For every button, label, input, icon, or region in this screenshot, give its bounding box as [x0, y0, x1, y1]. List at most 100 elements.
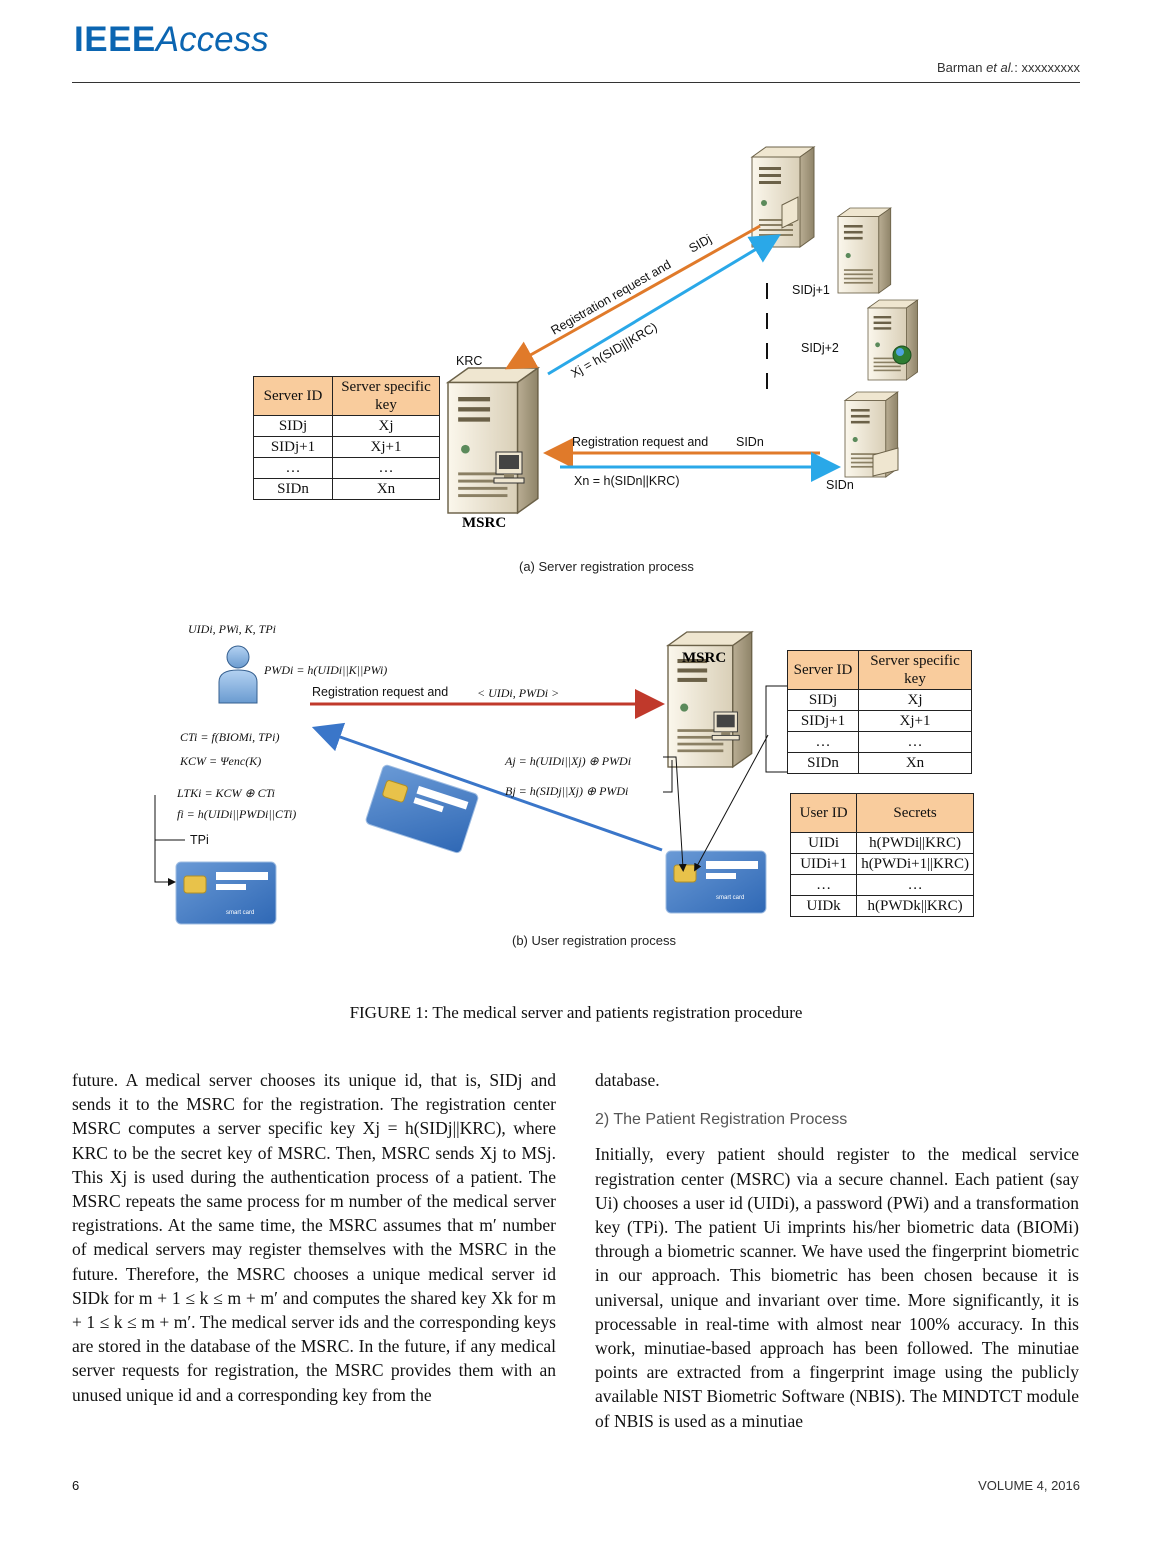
- label-pwd-formula: PWDi = h(UIDi||K||PWi): [263, 663, 387, 677]
- label-sidj2: SIDj+2: [801, 341, 839, 355]
- globe-icon-highlight: [896, 348, 904, 356]
- table-header-row: Server ID Server specific key: [787, 650, 972, 690]
- label-aj-formula: Aj = h(UIDi||Xj) ⊕ PWDi: [504, 754, 631, 768]
- table-cell: …: [332, 457, 440, 479]
- table-cell: SIDj+1: [787, 710, 859, 732]
- label-bj-formula: Bj = h(SIDj||Xj) ⊕ PWDi: [505, 784, 628, 798]
- server-sidj1-icon: [837, 207, 892, 294]
- connector-aj: [663, 756, 687, 872]
- author-name: Barman: [936, 60, 987, 75]
- table-cell: Xn: [858, 752, 972, 774]
- table-cell: Xj+1: [858, 710, 972, 732]
- table-cell: …: [789, 874, 858, 896]
- label-sidj1: SIDj+1: [792, 283, 830, 297]
- table-cell: Xj: [332, 415, 440, 437]
- arrow-xj-response: [547, 234, 781, 376]
- header-rule: [72, 82, 1080, 83]
- table-cell: SIDj: [253, 415, 333, 437]
- label-reg-tuple: < UIDi, PWDi >: [477, 686, 559, 700]
- table-header-row: Server ID Server specific key: [253, 376, 440, 416]
- label-reg-request-b: Registration request and: [312, 685, 448, 699]
- table-cell: UIDk: [789, 895, 858, 917]
- label-xn-formula: Xn = h(SIDn||KRC): [574, 474, 680, 488]
- figure-1-graphics: Registration request and SIDj Xj = h(SID…: [154, 146, 918, 925]
- table-cell: SIDn: [787, 752, 859, 774]
- section-heading: 2) The Patient Registration Process: [595, 1111, 848, 1129]
- body-column-left: future. A medical server chooses its uni…: [72, 1068, 556, 1407]
- connector-bj: [663, 760, 673, 793]
- volume-label: VOLUME 4, 2016: [978, 1478, 1080, 1493]
- table-cell: Xj: [858, 689, 972, 711]
- table-header: Server specific key: [332, 376, 440, 416]
- label-sidj: SIDj: [687, 232, 714, 256]
- table-row: ……: [789, 874, 974, 896]
- table-cell: SIDn: [253, 478, 333, 500]
- label-sidn-request: SIDn: [736, 435, 764, 449]
- table-header-row: User ID Secrets: [789, 793, 974, 833]
- server-sidj-tag: [781, 196, 799, 229]
- table-header: User ID: [789, 793, 858, 833]
- table-header: Secrets: [856, 793, 974, 833]
- label-krc: KRC: [456, 354, 482, 368]
- figure-caption: FIGURE 1: The medical server and patient…: [349, 1003, 803, 1022]
- msrc-monitor-b-icon: [711, 711, 740, 741]
- ieee-access-logo: IEEEAccess: [74, 20, 269, 60]
- table-cell: …: [856, 874, 974, 896]
- server-sidn-tag: [872, 447, 899, 477]
- logo-ieee-text: IEEE: [74, 20, 156, 59]
- connector-user-card: [154, 795, 176, 886]
- table-cell: UIDi+1: [789, 853, 858, 875]
- label-user-inputs: UIDi, PWi, K, TPi: [188, 622, 276, 636]
- smart-card-transit-icon: [364, 763, 480, 855]
- body-column-right: database. 2) The Patient Registration Pr…: [595, 1068, 1079, 1433]
- label-msrc-a: MSRC: [462, 515, 506, 531]
- label-ct-formula: CTi = f(BIOMi, TPi): [180, 730, 279, 744]
- table-header: Server ID: [253, 376, 333, 416]
- label-msrc-b: MSRC: [682, 650, 726, 666]
- table-header: Server specific key: [858, 650, 972, 690]
- author-etal: et al.: [986, 60, 1015, 75]
- running-header: Barman et al.: xxxxxxxxx: [937, 60, 1080, 75]
- paragraph-right-top: database.: [595, 1070, 660, 1090]
- label-reg-request-n: Registration request and: [572, 435, 708, 449]
- arrow-reg-request-j: [504, 224, 761, 370]
- table-row: ……: [787, 731, 972, 753]
- table-cell: h(PWDi||KRC): [856, 832, 974, 854]
- table-cell: h(PWDi+1||KRC): [856, 853, 974, 875]
- table-cell: SIDj: [787, 689, 859, 711]
- label-tp: TPi: [190, 833, 209, 847]
- label-ltk-formula: LTKi = KCW ⊕ CTi: [176, 786, 275, 800]
- connector-table: [765, 685, 787, 773]
- paragraph-right: Initially, every patient should register…: [595, 1144, 1079, 1431]
- page-number: 6: [72, 1478, 80, 1493]
- table-cell: …: [787, 731, 859, 753]
- arrow-card-issue: [311, 722, 663, 852]
- table-cell: h(PWDk||KRC): [856, 895, 974, 917]
- table-cell: SIDj+1: [253, 436, 333, 458]
- server-sidj2-icon: [867, 299, 918, 381]
- label-xj-formula: Xj = h(SIDj||KRC): [569, 320, 660, 381]
- label-kcw-formula: KCW = Ψenc(K): [179, 754, 261, 768]
- msrc-monitor-icon: [493, 451, 525, 484]
- paragraph-left: future. A medical server chooses its uni…: [72, 1070, 556, 1405]
- msrc-server-icon: [447, 367, 539, 514]
- table-cell: Xj+1: [332, 436, 440, 458]
- table-row: ……: [253, 457, 440, 479]
- server-sidj-icon: [751, 146, 815, 248]
- connector-table-card: [694, 734, 769, 872]
- logo-access-text: Access: [155, 20, 269, 59]
- label-fi-formula: fi = h(UIDi||PWDi||CTi): [177, 807, 296, 821]
- smart-card-user-label: smart card: [226, 910, 254, 916]
- user-icon: [218, 645, 258, 704]
